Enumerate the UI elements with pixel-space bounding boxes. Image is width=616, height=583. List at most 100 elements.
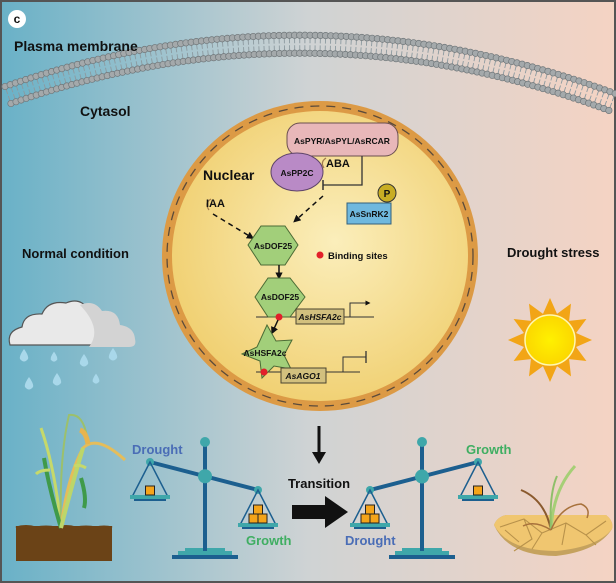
lipid-tail — [93, 63, 96, 69]
lipid-tail — [472, 62, 475, 69]
lipid-tail — [191, 45, 193, 51]
lipid-tail — [528, 76, 531, 82]
lipid-tail — [401, 44, 404, 50]
lipid-tail — [478, 57, 481, 63]
lipid-tail — [156, 57, 158, 63]
lipid-tail — [529, 69, 533, 75]
lipid-tail — [581, 85, 584, 91]
weight-block — [360, 513, 371, 524]
lipid-tail — [601, 92, 605, 98]
lipid-tail — [145, 59, 148, 65]
lipid-tail — [41, 77, 44, 83]
balance-pivot — [198, 469, 212, 484]
raindrop — [50, 351, 58, 362]
balance-top-knob — [200, 437, 210, 447]
dof25-label-top: AsDOF25 — [254, 241, 293, 251]
lipid-tail — [570, 81, 574, 87]
lipid-tail — [538, 79, 541, 85]
sun-icon — [508, 298, 592, 382]
lipid-tail — [461, 60, 464, 67]
lipid-tail — [514, 65, 517, 71]
lipid-tail — [512, 72, 515, 78]
lipid-tail — [46, 75, 50, 81]
ago1-repression-line — [342, 356, 366, 372]
binding-site-dot-2 — [260, 368, 268, 376]
rain-cloud-icon — [8, 300, 136, 347]
lipid-tail — [108, 59, 111, 65]
lipid-tail — [395, 50, 398, 56]
lipid-tail — [5, 89, 9, 95]
lipid-tail — [134, 54, 137, 60]
lipid-tail — [576, 83, 579, 89]
lipid-tail — [110, 66, 113, 72]
lipid-tail — [103, 60, 106, 66]
lipid-tail — [550, 75, 553, 81]
lipid-tail — [437, 49, 440, 55]
dof25-protein-bound — [254, 277, 306, 318]
lipid-tail — [586, 87, 589, 93]
lipid-head — [611, 90, 616, 98]
lipid-tail — [170, 48, 173, 54]
lipid-tail — [487, 66, 490, 72]
lipid-tail — [166, 55, 169, 61]
lipid-tail — [53, 81, 57, 87]
lipid-tail — [21, 83, 24, 89]
lipid-tail — [441, 57, 444, 63]
lipid-tail — [98, 62, 101, 68]
lipid-tail — [185, 45, 188, 51]
cytosol-label: Cytasol — [80, 103, 131, 119]
raindrops-icon — [19, 348, 118, 390]
lipid-tail — [125, 63, 128, 69]
lipid-tail — [26, 82, 29, 88]
lipid-tail — [191, 52, 194, 58]
hsfa2c-translation-arrow — [271, 319, 279, 335]
aba-molecule-icon — [321, 157, 327, 169]
lipid-tail — [477, 64, 480, 70]
lipid-tail — [421, 54, 423, 60]
hsfa2c-protein-label: AsHSFA2c — [244, 348, 287, 358]
lipid-tail — [497, 68, 500, 74]
lipid-tail — [181, 53, 184, 59]
lipid-tail — [207, 50, 209, 56]
lipid-tail — [533, 77, 536, 83]
raindrop — [79, 354, 89, 367]
pp2c-protein — [270, 152, 324, 192]
healthy-plant-icon — [15, 413, 127, 561]
lipid-tail — [473, 56, 476, 62]
lipid-tail — [165, 48, 167, 54]
lipid-tail — [568, 88, 572, 94]
raindrop — [24, 377, 34, 390]
lipid-tail — [558, 85, 561, 91]
weight-block — [365, 504, 375, 515]
balance-base-step — [178, 551, 232, 555]
lipid-tail — [18, 92, 21, 98]
lipid-tail — [482, 65, 485, 71]
binding-sites-label: Binding sites — [328, 251, 388, 262]
panel-label-badge — [8, 10, 26, 28]
lipid-tail — [509, 64, 512, 70]
binding-site-legend-dot — [316, 251, 324, 259]
lipid-tail — [507, 71, 510, 77]
transition-label: Transition — [288, 476, 350, 491]
raindrop — [19, 349, 29, 362]
balance-scale-normal — [130, 437, 278, 559]
lipid-tail — [548, 82, 551, 88]
lipid-tail — [396, 43, 399, 49]
lipid-tail — [432, 48, 435, 54]
balance-pan-rim — [242, 527, 274, 529]
lipid-tail — [113, 58, 116, 64]
transition-arrow-icon — [292, 496, 348, 528]
receptor-label: AsPYR/AsPYL/AsRCAR — [294, 136, 390, 146]
lipid-tail — [149, 51, 152, 57]
down-arrow-head — [312, 452, 326, 464]
lipid-tail — [202, 50, 204, 56]
hsfa2c-activation-arrow — [349, 300, 371, 317]
balance-right-growth-label: Growth — [466, 442, 512, 457]
lipid-tail — [522, 75, 526, 81]
lipid-tail — [38, 85, 41, 91]
lipid-tail — [43, 84, 47, 90]
lipid-tail — [578, 91, 582, 98]
lipid-tail — [154, 50, 157, 56]
snrk2-label: AsSnRK2 — [350, 209, 389, 219]
